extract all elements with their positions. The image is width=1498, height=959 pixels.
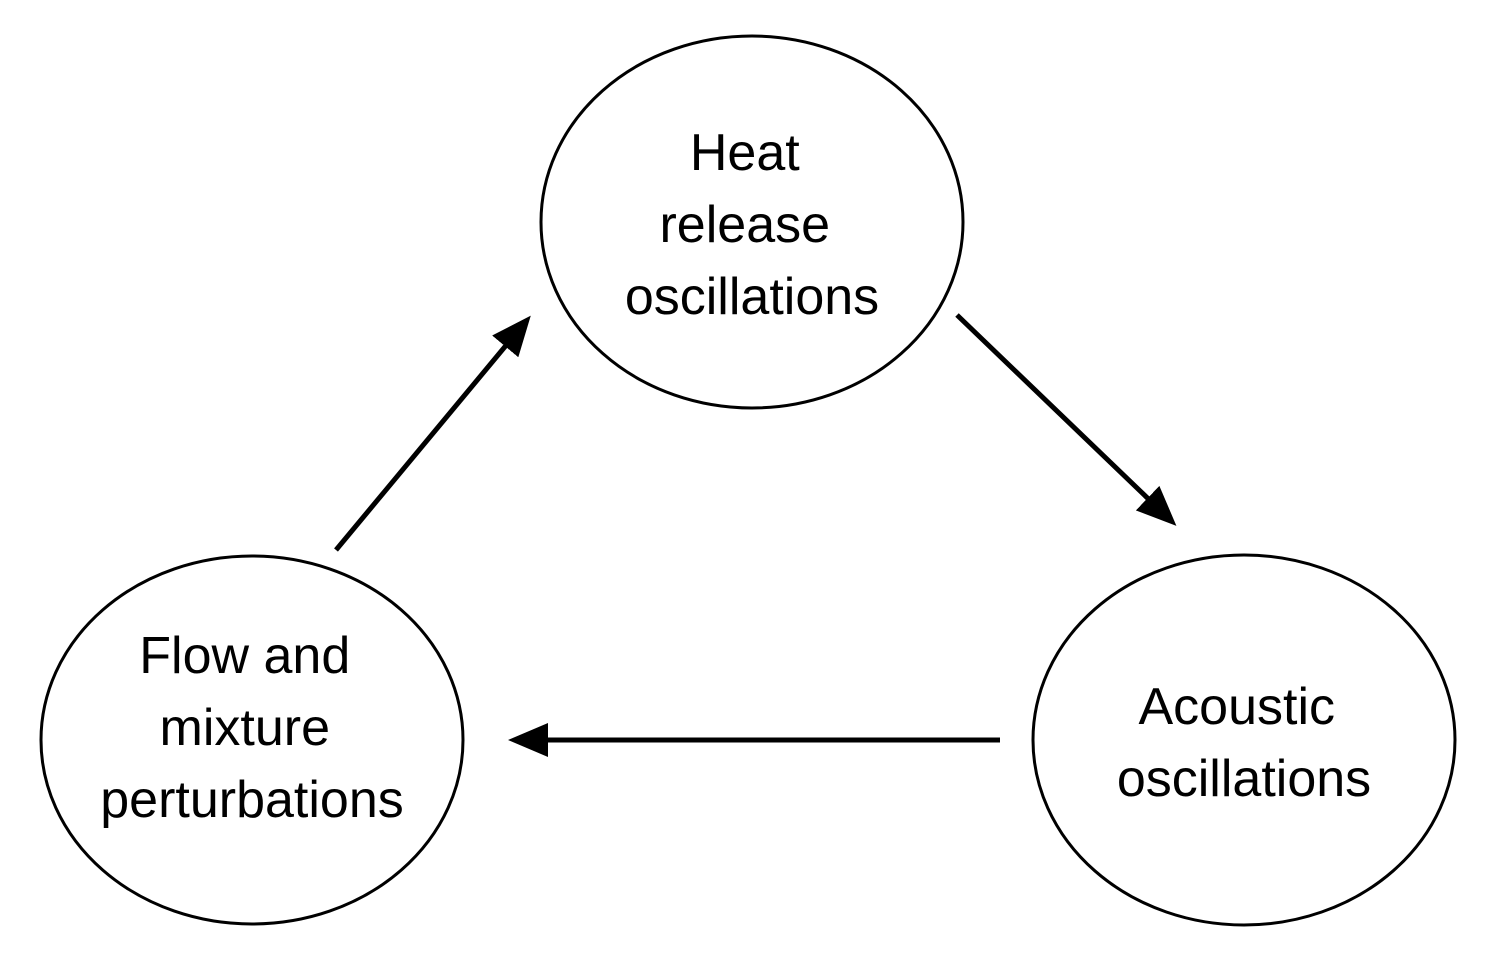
node-label-line: mixture xyxy=(160,699,330,757)
node-heat-release-oscillations: Heat release oscillations xyxy=(539,34,965,410)
node-label: Heat release oscillations xyxy=(625,124,879,326)
node-label: Flow and mixture perturbations xyxy=(100,627,404,829)
node-label-line: Heat xyxy=(690,124,800,182)
node-label-line: Acoustic xyxy=(1139,678,1336,736)
node-flow-mixture-perturbations: Flow and mixture perturbations xyxy=(39,554,465,926)
arrow-flow-to-heat xyxy=(334,315,531,552)
node-ellipse xyxy=(39,554,465,926)
node-ellipse xyxy=(539,34,965,410)
node-label-line: oscillations xyxy=(625,268,879,326)
node-label-line: perturbations xyxy=(100,771,404,829)
node-label-line: release xyxy=(659,196,830,254)
arrow-heat-to-acoustic xyxy=(955,313,1177,526)
node-label-line: oscillations xyxy=(1117,750,1371,808)
node-acoustic-oscillations: Acoustic oscillations xyxy=(1031,553,1457,927)
node-label: Acoustic oscillations xyxy=(1117,678,1371,808)
node-ellipse xyxy=(1031,553,1457,927)
node-label-line: Flow and xyxy=(139,627,350,685)
